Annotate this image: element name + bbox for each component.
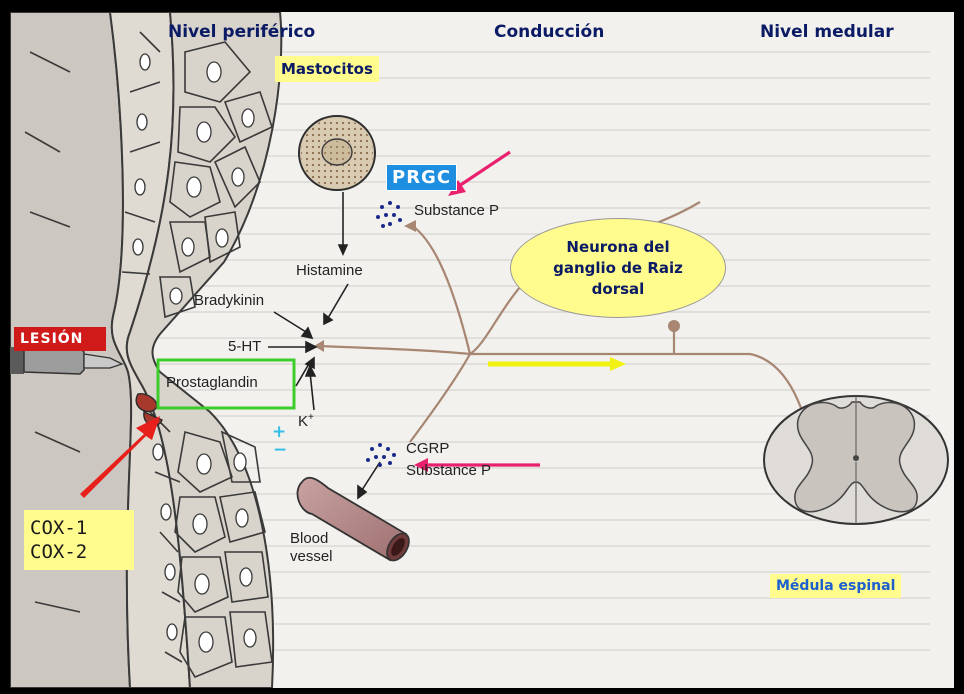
bradykinin-label: Bradykinin [194,292,264,309]
neuron-callout: Neurona del ganglio de Raiz dorsal [510,218,726,318]
potassium-symbol: K [298,413,308,430]
cox2-label: COX-2 [30,540,128,564]
potassium-label: K+ [298,412,314,430]
header-spinal-level: Nivel medular [760,22,894,42]
lesion-label: LESIÓN [14,327,106,351]
dorsal-root-ganglion-soma [668,320,680,332]
header-conduction: Conducción [494,22,604,42]
neuron-callout-text: Neurona del ganglio de Raiz dorsal [538,237,698,300]
cox1-label: COX-1 [30,516,128,540]
plus-sign: + [272,422,286,442]
spinal-cord-label: Médula espinal [770,574,901,598]
substance-p-label-bottom: Substance P [406,462,491,479]
prostaglandin-label: Prostaglandin [166,374,258,391]
blood-vessel-label-line1: Blood [290,530,333,548]
serotonin-label: 5-HT [228,338,261,355]
mast-cell [299,116,375,190]
substance-p-label-top: Substance P [414,202,499,219]
blood-vessel-label-line2: vessel [290,548,333,566]
mast-cells-label: Mastocitos [275,56,379,82]
prgc-label: PRGC [386,164,457,191]
spinal-cord [764,396,948,524]
cgrp-label: CGRP [406,440,449,457]
cox-label: COX-1 COX-2 [24,510,134,570]
potassium-charge: + [308,412,314,423]
header-peripheral-level: Nivel periférico [168,22,315,42]
blood-vessel-label: Blood vessel [290,530,333,566]
histamine-label: Histamine [296,262,363,279]
minus-sign: − [273,440,287,460]
diagram-frame: Nivel periférico Conducción Nivel medula… [10,12,954,688]
